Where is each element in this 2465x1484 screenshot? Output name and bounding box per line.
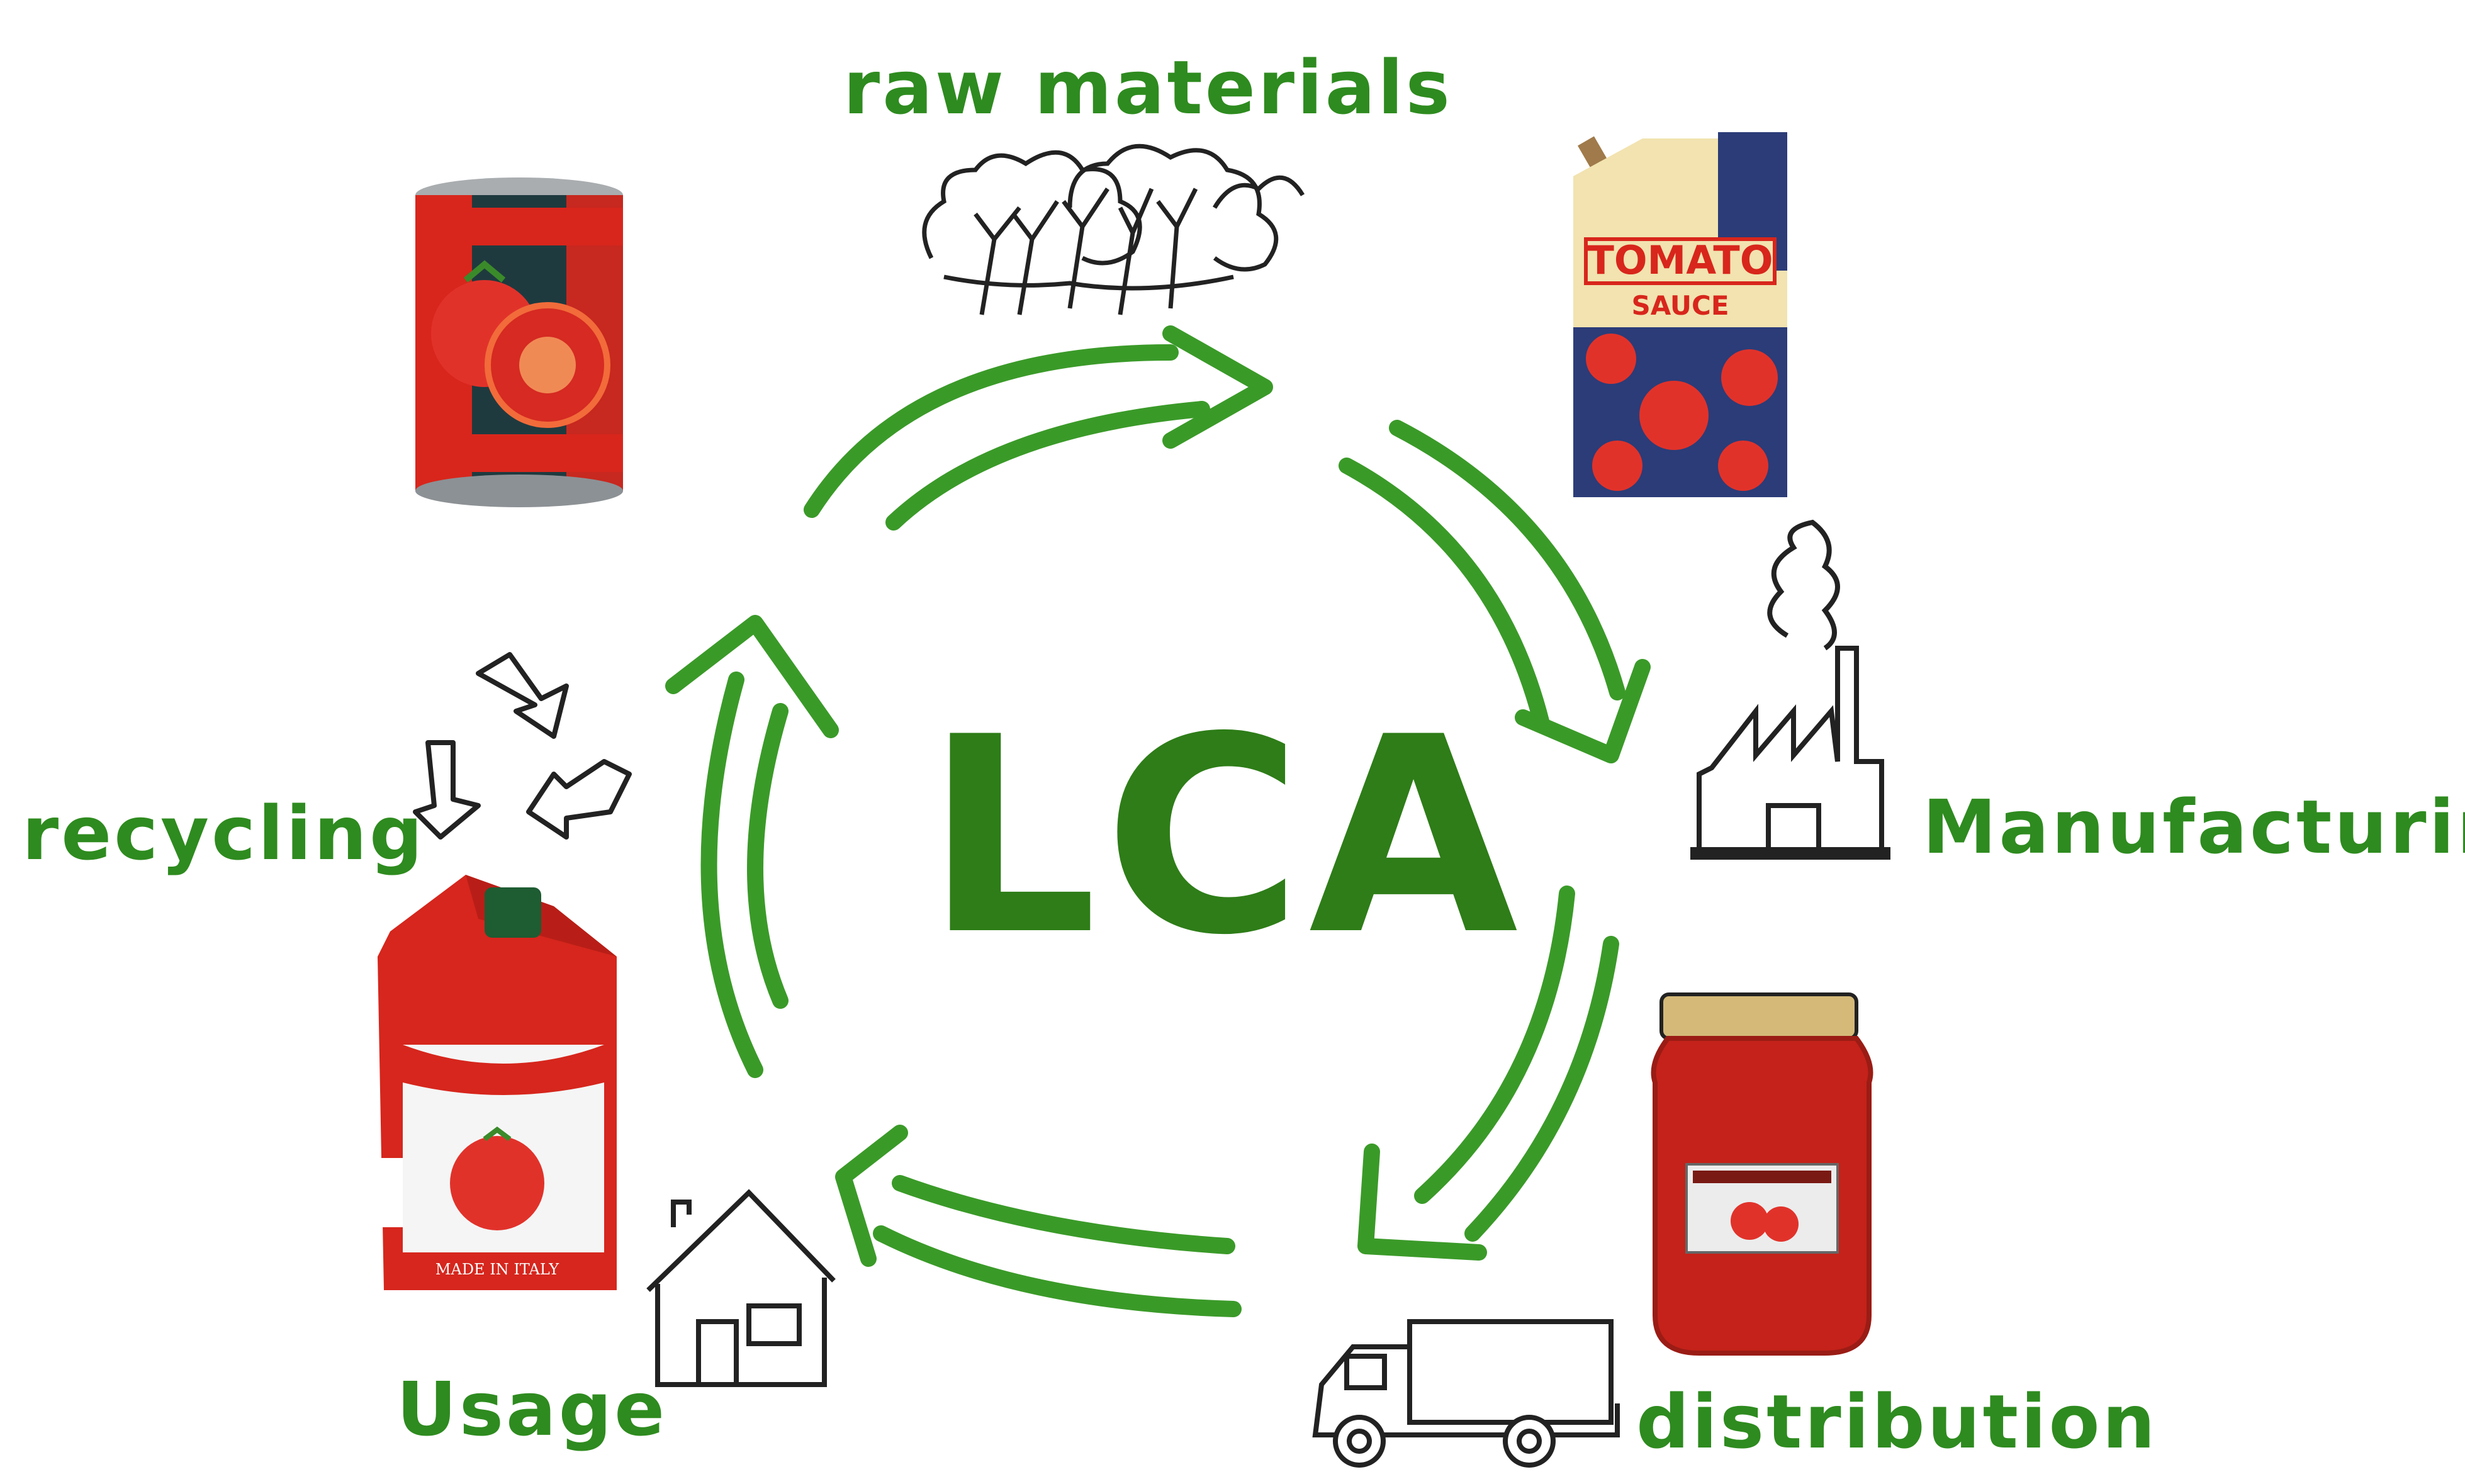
factory-icon <box>1690 519 1890 860</box>
arrow-top <box>804 325 1273 531</box>
tomato-can-image <box>415 177 623 507</box>
tomato-jar-image <box>1651 992 1873 1356</box>
arrow-bottom <box>835 1125 1242 1317</box>
tomato-sauce-pouch-image: TOMATO SAUCE <box>1573 132 1787 497</box>
trees-icon <box>922 143 1305 315</box>
stage-label-raw-materials: raw materials <box>843 44 1452 131</box>
cycle-arrows <box>665 325 1651 1317</box>
pouch-title: TOMATO <box>1588 237 1773 283</box>
arrow-lower-right <box>1357 885 1619 1261</box>
arrow-right <box>1339 420 1651 763</box>
recycle-icon <box>413 652 632 840</box>
stage-label-manufacturing: Manufacturing <box>1923 784 2465 870</box>
stage-label-recycling: recycling <box>22 790 425 877</box>
truck-icon <box>1312 1319 1620 1468</box>
stage-label-usage: Usage <box>396 1366 668 1453</box>
house-icon <box>646 1189 836 1387</box>
carton-label: MADE IN ITALY <box>435 1261 559 1278</box>
tomato-carton-image: MADE IN ITALY <box>378 875 617 1290</box>
arrow-left <box>665 615 839 1078</box>
center-title: LCA <box>925 680 1525 994</box>
pouch-subtitle: SAUCE <box>1631 290 1729 321</box>
stage-label-distribution: distribution <box>1636 1378 2158 1465</box>
